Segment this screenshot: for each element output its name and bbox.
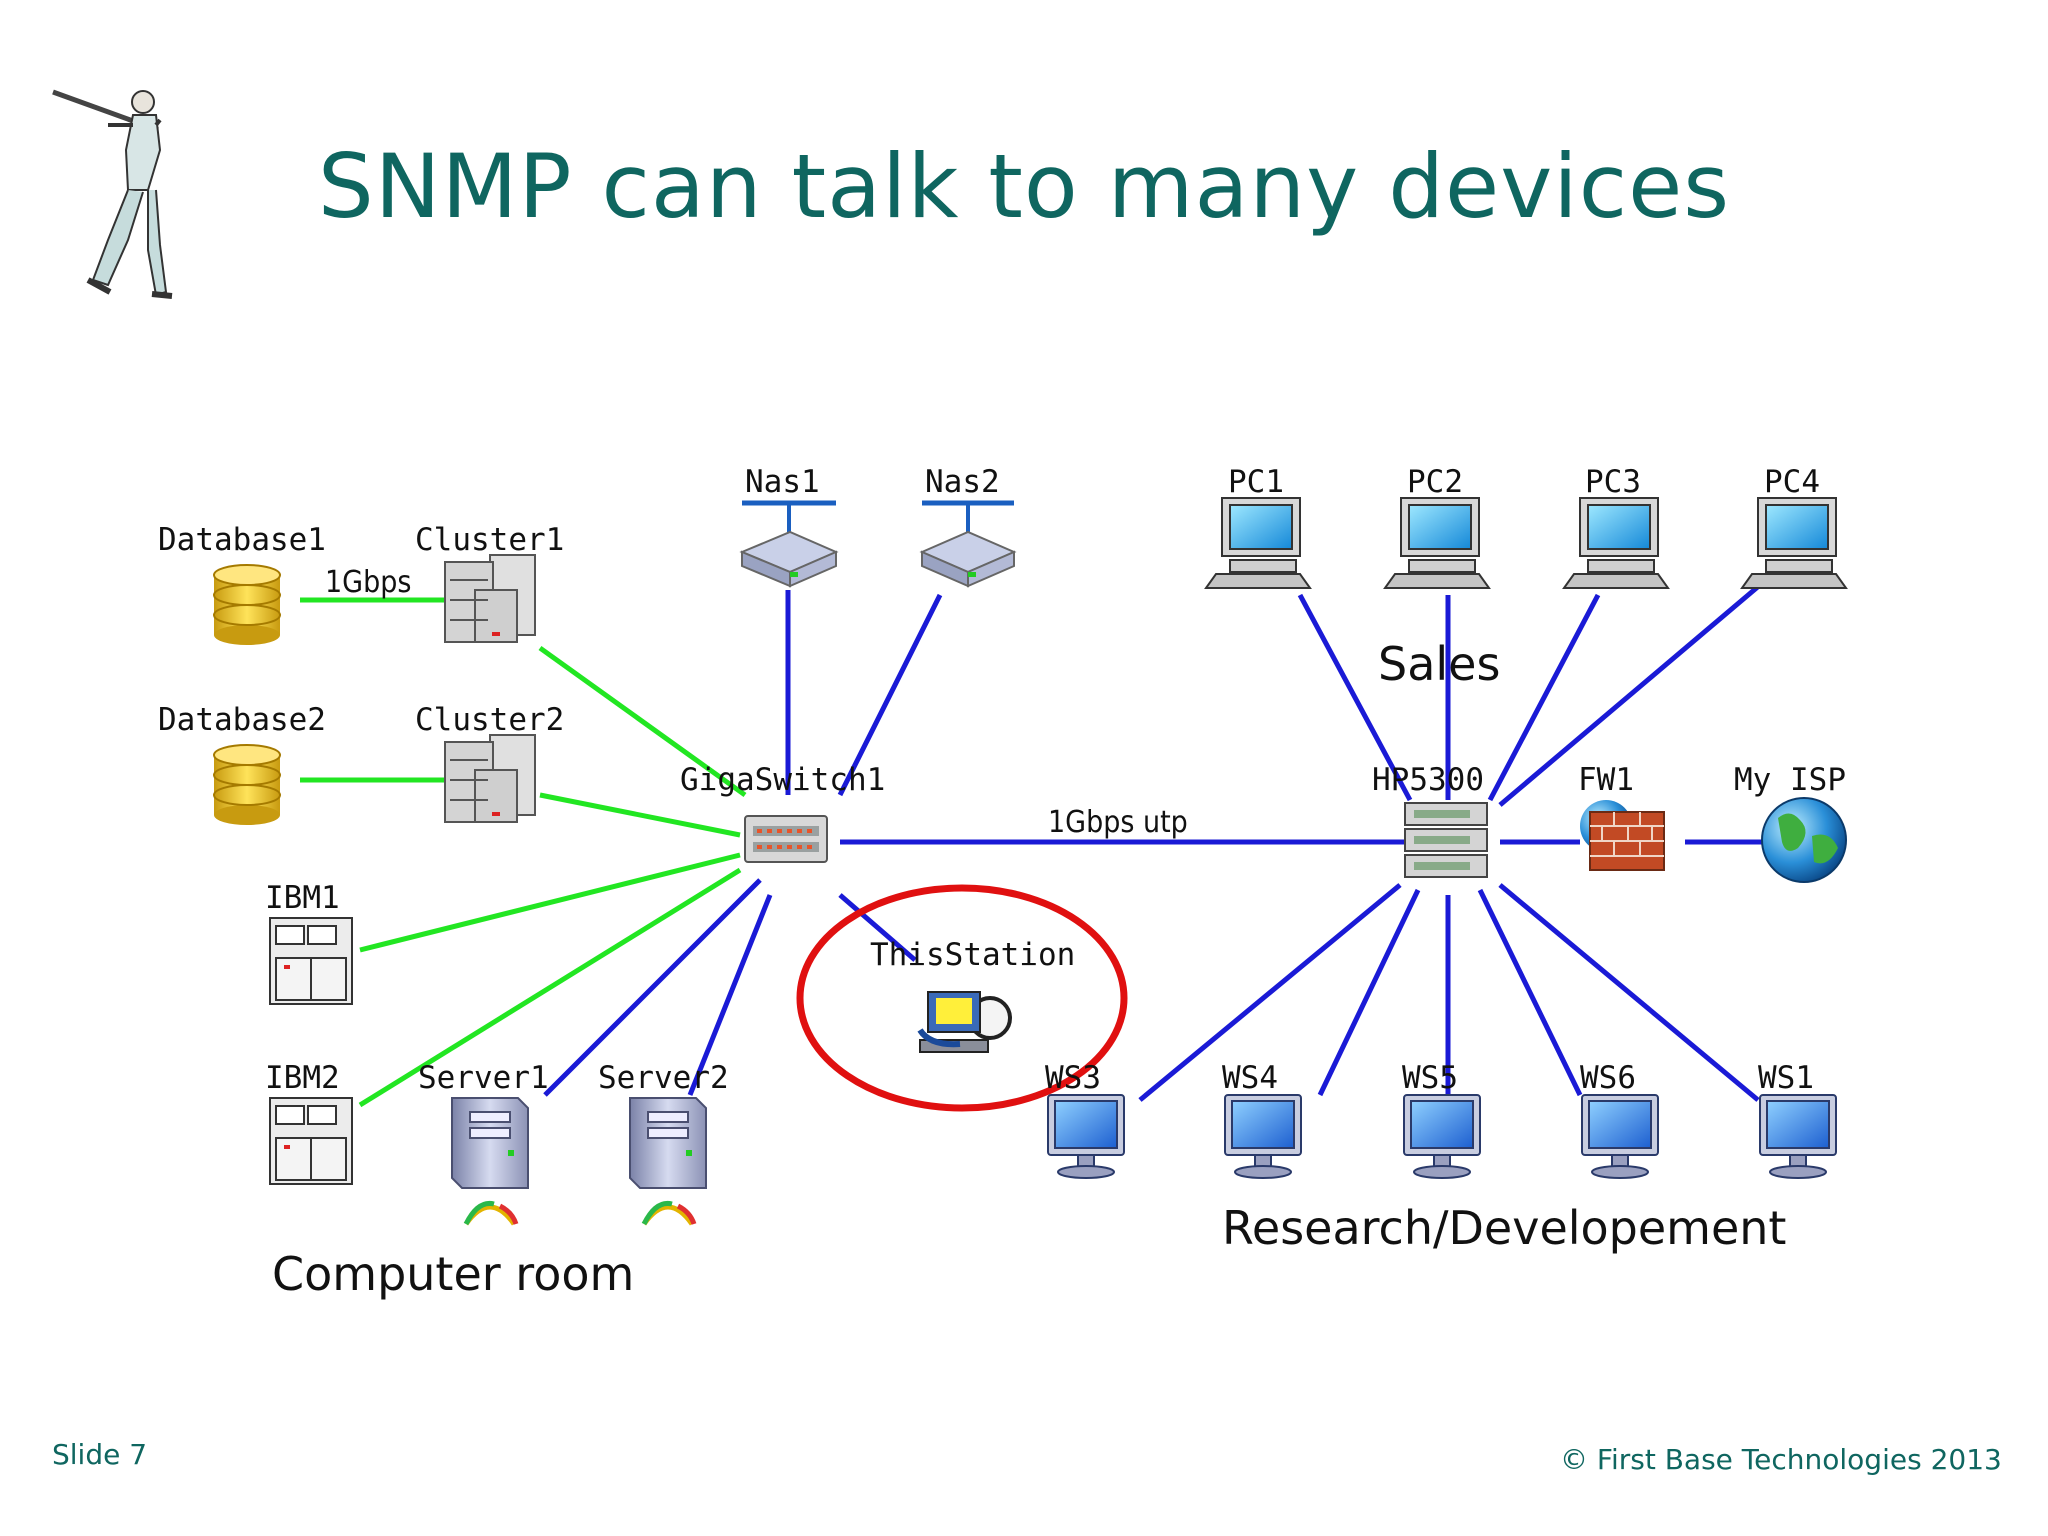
gigaswitch1-label: GigaSwitch1 <box>680 762 885 798</box>
pc3-label: PC3 <box>1585 464 1641 500</box>
nas-icon <box>919 500 1017 588</box>
monitor-icon <box>1581 1094 1659 1179</box>
green-links <box>300 597 747 1108</box>
hp5300-label: HP5300 <box>1372 762 1484 798</box>
blue-links <box>543 583 1762 1102</box>
ws6-label: WS6 <box>1580 1060 1636 1096</box>
cluster1-label: Cluster1 <box>415 522 564 558</box>
pc2-label: PC2 <box>1407 464 1463 500</box>
monitor-icon <box>1224 1094 1302 1179</box>
pc1-label: PC1 <box>1228 464 1284 500</box>
ibm1-label: IBM1 <box>265 880 340 916</box>
router-stack-icon <box>1404 802 1488 878</box>
thisstation-node: ThisStation <box>870 937 1075 1053</box>
desktop-pc-icon <box>1383 497 1491 589</box>
ibm1-node: IBM1 <box>265 880 353 1005</box>
ws5-label: WS5 <box>1402 1060 1458 1096</box>
baseball-player-logo <box>52 89 173 299</box>
switch-icon <box>744 815 828 863</box>
ibm2-node: IBM2 <box>265 1060 353 1185</box>
tower-server-icon <box>629 1097 707 1189</box>
pc4-label: PC4 <box>1764 464 1820 500</box>
nas1-label: Nas1 <box>745 464 820 500</box>
nas2-node: Nas2 <box>919 464 1017 588</box>
desktop-pc-icon <box>1204 497 1312 589</box>
pc2-node: PC2 <box>1383 464 1491 589</box>
desktop-pc-icon <box>1562 497 1670 589</box>
desktop-pc-icon <box>1740 497 1848 589</box>
myisp-label: My ISP <box>1734 762 1846 798</box>
group-label-sales: Sales <box>1378 637 1500 691</box>
firewall-icon <box>1580 800 1665 871</box>
group-label-research: Research/Developement <box>1222 1201 1786 1255</box>
myisp-node: My ISP <box>1734 762 1847 883</box>
nas1-node: Nas1 <box>739 464 839 588</box>
ws1-node: WS1 <box>1758 1060 1837 1179</box>
ws3-node: WS3 <box>1045 1060 1125 1179</box>
tower-server-icon <box>451 1097 529 1189</box>
server-cluster-icon <box>444 734 536 823</box>
database2-label: Database2 <box>158 702 326 738</box>
ws3-label: WS3 <box>1045 1060 1101 1096</box>
cluster2-node: Cluster2 <box>415 702 564 823</box>
pc4-node: PC4 <box>1740 464 1848 589</box>
link-label-1gbps-utp: 1Gbps utp <box>1048 805 1188 840</box>
server-cluster-icon <box>444 554 536 643</box>
slide-title: SNMP can talk to many devices <box>317 135 1731 238</box>
pc1-node: PC1 <box>1204 464 1312 589</box>
pc3-node: PC3 <box>1562 464 1670 589</box>
ws1-label: WS1 <box>1758 1060 1814 1096</box>
highlight-circle <box>796 884 1128 1112</box>
link-label-1gbps: 1Gbps <box>325 565 411 600</box>
slide-number: Slide 7 <box>52 1438 148 1471</box>
mainframe-icon <box>269 917 353 1005</box>
copyright-notice: © First Base Technologies 2013 <box>1560 1443 2002 1476</box>
monitor-icon <box>1403 1094 1481 1179</box>
globe-icon <box>1761 797 1847 883</box>
ibm2-label: IBM2 <box>265 1060 340 1096</box>
database1-node: Database1 <box>158 522 326 645</box>
fw1-label: FW1 <box>1578 762 1634 798</box>
ws4-label: WS4 <box>1222 1060 1278 1096</box>
cluster1-node: Cluster1 <box>415 522 564 643</box>
ws4-node: WS4 <box>1222 1060 1302 1179</box>
thisstation-label: ThisStation <box>870 937 1075 973</box>
server1-node: Server1 <box>418 1060 549 1226</box>
server1-label: Server1 <box>418 1060 549 1096</box>
monitor-icon <box>1759 1094 1837 1179</box>
database1-label: Database1 <box>158 522 326 558</box>
group-label-computer-room: Computer room <box>272 1247 634 1301</box>
ws6-node: WS6 <box>1580 1060 1659 1179</box>
nas2-label: Nas2 <box>925 464 1000 500</box>
cluster2-label: Cluster2 <box>415 702 564 738</box>
database2-node: Database2 <box>158 702 326 825</box>
database-icon <box>213 744 281 825</box>
nas-icon <box>739 500 839 588</box>
server2-node: Server2 <box>598 1060 729 1226</box>
database-icon <box>213 564 281 645</box>
workstation-icon <box>917 991 1012 1053</box>
ws5-node: WS5 <box>1402 1060 1481 1179</box>
server2-label: Server2 <box>598 1060 729 1096</box>
fw1-node: FW1 <box>1578 762 1665 871</box>
hp5300-node: HP5300 <box>1372 762 1488 878</box>
gigaswitch1-node: GigaSwitch1 <box>680 762 885 863</box>
mainframe-icon <box>269 1097 353 1185</box>
monitor-icon <box>1047 1094 1125 1179</box>
